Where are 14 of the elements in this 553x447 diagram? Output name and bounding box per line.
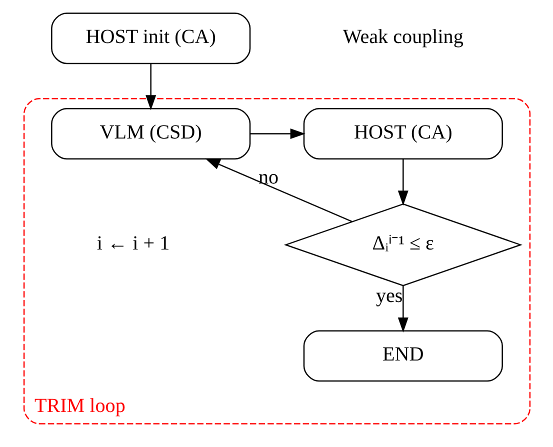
arrow: [397, 286, 408, 333]
node-diamond: Δᵢⁱ⁻¹ ≤ ε: [283, 203, 522, 286]
arrow: [204, 158, 352, 222]
edge-label: yes: [375, 284, 402, 307]
node-box: VLM (CSD): [50, 108, 250, 160]
label: i ← i + 1: [96, 232, 170, 255]
node-box: HOST init (CA): [50, 12, 250, 64]
label: Weak coupling: [342, 26, 463, 48]
node-box: HOST (CA): [302, 108, 502, 160]
arrow: [250, 128, 305, 140]
node-box: END: [302, 330, 502, 382]
arrow: [145, 64, 156, 110]
edge-label: no: [258, 166, 278, 189]
arrow: [397, 159, 408, 206]
